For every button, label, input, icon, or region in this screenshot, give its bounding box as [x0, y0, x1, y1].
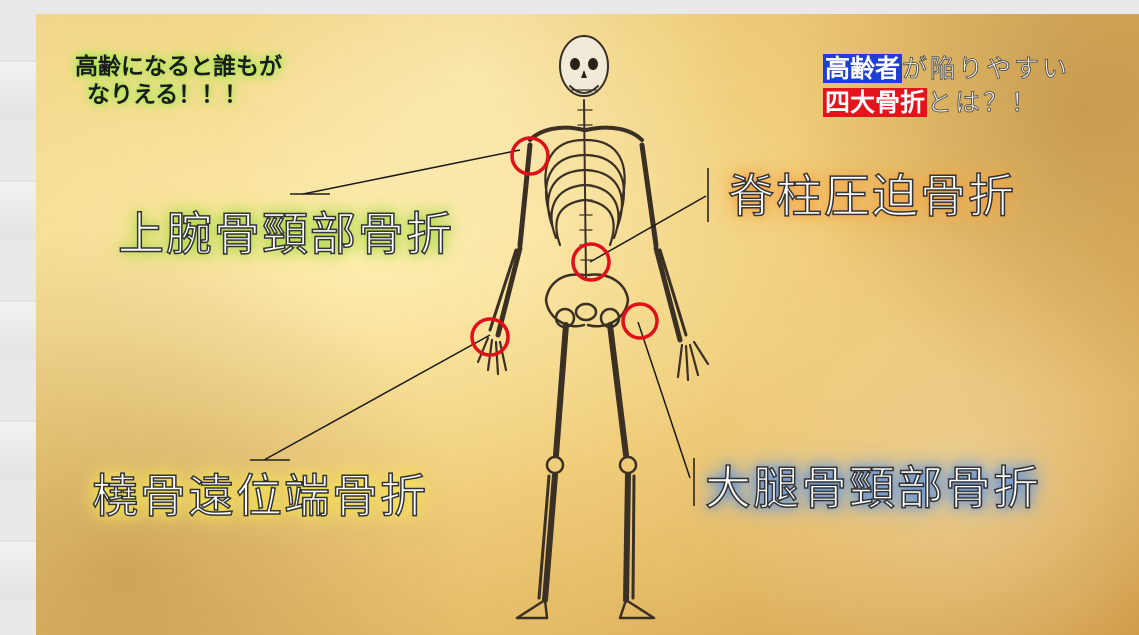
label-radius-fracture: 橈骨遠位端骨折 — [92, 460, 428, 526]
title-line-2: 四大骨折とは？！ — [823, 86, 1070, 120]
title-line-1: 高齢者が陥りやすい — [823, 52, 1070, 86]
left-arm — [478, 145, 530, 374]
title-line-2-rest: とは？！ — [927, 88, 1039, 117]
top-left-note: 高齢になると誰もが なりえる！！！ — [75, 53, 385, 109]
title-highlight-four-fractures: 四大骨折 — [823, 88, 927, 117]
label-humerus-fracture: 上腕骨頸部骨折 — [118, 198, 454, 264]
note-line-2: なりえる！！！ — [75, 81, 385, 109]
note-line-1: 高齢になると誰もが — [75, 53, 385, 81]
left-leg — [517, 325, 566, 618]
title-line-1-rest: が陥りやすい — [902, 54, 1070, 83]
label-femur-fracture: 大腿骨頸部骨折 — [705, 452, 1041, 518]
spine — [578, 100, 592, 280]
right-arm — [642, 145, 708, 380]
skull — [560, 36, 608, 96]
right-clavicle — [586, 128, 642, 140]
label-spine-fracture: 脊柱圧迫骨折 — [728, 160, 1016, 226]
slide-title: 高齢者が陥りやすい 四大骨折とは？！ — [823, 52, 1070, 120]
right-leg — [610, 325, 654, 618]
title-highlight-elderly: 高齢者 — [823, 54, 902, 83]
pelvis — [546, 275, 628, 327]
marker-femur — [623, 304, 657, 338]
